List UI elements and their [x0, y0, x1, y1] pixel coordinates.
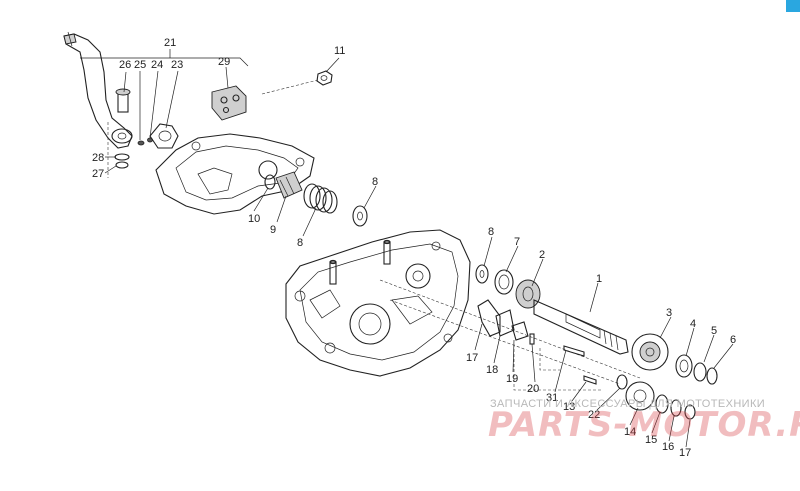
bracket-30	[211, 85, 247, 121]
callout-8-upper: 8	[372, 176, 378, 188]
callout-15: 15	[645, 434, 657, 446]
main-crankcase	[285, 229, 471, 377]
callout-20: 19	[506, 373, 518, 385]
callout-29: 28	[92, 152, 104, 164]
selector-parts-18-21	[477, 299, 535, 345]
callout-19: 18	[486, 364, 498, 376]
callout-18: 17	[466, 352, 478, 364]
callout-16: 16	[662, 441, 674, 453]
callout-31: 31	[546, 392, 558, 404]
bolts-13-23-31	[563, 345, 628, 390]
callout-21: 20	[527, 383, 539, 395]
callout-28: 27	[92, 168, 104, 180]
callout-11: 10	[248, 213, 260, 225]
corner-tab[interactable]	[786, 0, 800, 12]
washer-8-upper	[352, 205, 368, 227]
leader-lines	[104, 57, 734, 448]
group-bracket-22	[80, 57, 249, 67]
callout-5: 5	[711, 325, 717, 337]
callout-6: 6	[730, 334, 736, 346]
callout-23: 22	[588, 409, 600, 421]
callout-12: 11	[334, 45, 345, 57]
dowel-studs	[329, 239, 391, 285]
callout-8-lower: 8	[488, 226, 494, 238]
callout-30: 29	[218, 56, 230, 68]
callout-13: 13	[563, 401, 575, 413]
callout-14: 14	[624, 426, 636, 438]
circlip-6	[706, 367, 718, 385]
spring-9	[303, 183, 338, 214]
watermark-brand: PARTS-MOTOR.RU	[488, 405, 800, 445]
callout-17: 17	[679, 447, 691, 459]
callout-26: 25	[134, 59, 146, 71]
circlip-17	[684, 404, 696, 420]
callout-2: 2	[539, 249, 545, 261]
washer-5	[693, 362, 707, 382]
kickstart-washer-and-nut	[114, 137, 153, 169]
shaft-sleeve-10	[275, 171, 303, 199]
kickstart-bolt	[115, 88, 131, 113]
callout-25: 24	[151, 59, 163, 71]
callout-27: 26	[119, 59, 131, 71]
gear-2	[515, 279, 541, 309]
callout-1: 1	[596, 273, 602, 285]
bracket-dash	[513, 344, 602, 391]
callout-3: 3	[666, 307, 672, 319]
bearing-7	[494, 269, 514, 295]
kickstart-hub	[149, 123, 179, 149]
bracket-dash-2	[539, 348, 560, 371]
main-shaft-1	[533, 299, 629, 355]
nut-12	[316, 70, 333, 86]
gear-3	[631, 333, 669, 371]
callout-7: 7	[514, 236, 520, 248]
callout-10: 9	[270, 224, 276, 236]
bearing-15	[655, 394, 669, 414]
callout-9: 8	[297, 237, 303, 249]
kickstart-lever	[63, 31, 133, 149]
gear-14	[625, 381, 655, 411]
callout-22: 21	[164, 37, 176, 49]
small-crankcase-cover	[155, 133, 315, 215]
bearing-4	[675, 354, 693, 378]
washer-16	[670, 399, 682, 417]
callout-4: 4	[690, 318, 696, 330]
circlip-11	[264, 174, 276, 190]
watermark-tagline: ЗАПЧАСТИ И АКСЕССУАРЫ ДЛЯ МОТОТЕХНИКИ	[490, 398, 766, 410]
callout-24: 23	[171, 59, 183, 71]
washer-8-lower	[475, 264, 489, 284]
